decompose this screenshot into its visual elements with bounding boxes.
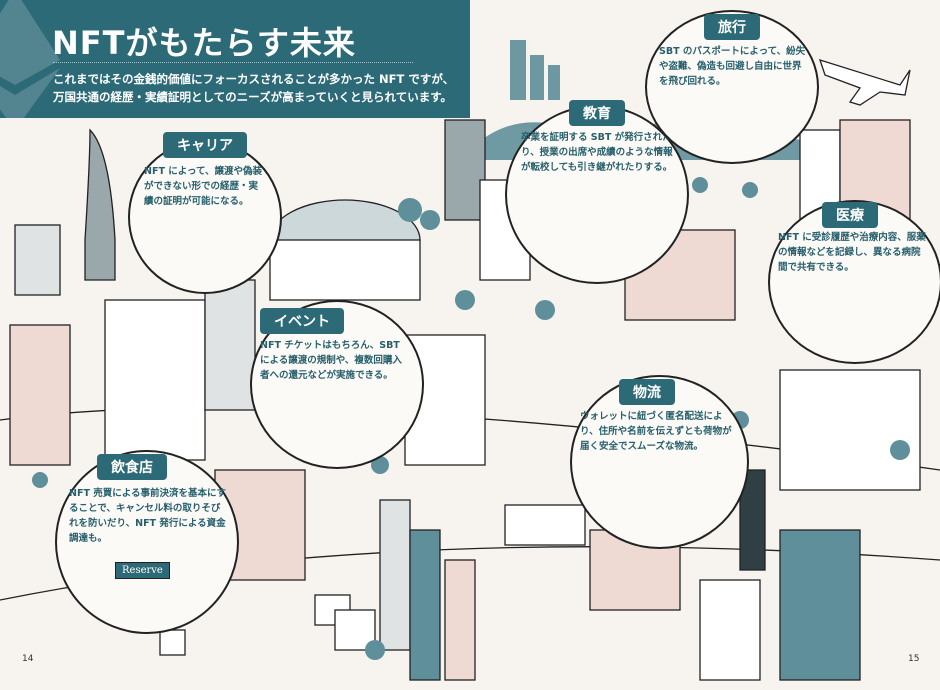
restaurant-bubble: 飲食店 NFT 売買による事前決済を基本にすることで、キャンセル料の取りそびれを… bbox=[55, 450, 239, 634]
event-text: NFT チケットはもちろん、SBT による譲渡の規制や、複数回購入者への還元など… bbox=[260, 340, 402, 381]
logistics-label: 物流 bbox=[619, 379, 675, 405]
ethereum-logo-icon bbox=[0, 0, 60, 118]
education-bubble: 教育 卒業を証明する SBT が発行されたり、授業の出席や成績のような情報が転校… bbox=[505, 100, 689, 284]
education-text: 卒業を証明する SBT が発行されたり、授業の出席や成績のような情報が転校しても… bbox=[521, 132, 673, 173]
medical-bubble: 医療 NFT に受診履歴や治療内容、服薬の情報などを記録し、異なる病院間で共有で… bbox=[768, 200, 940, 364]
logistics-text: ウォレットに紐づく匿名配送により、住所や名前を伝えずとも荷物が届く安全でスムーズ… bbox=[580, 411, 732, 452]
restaurant-text: NFT 売買による事前決済を基本にすることで、キャンセル料の取りそびれを防いだり… bbox=[69, 488, 227, 544]
career-bubble: キャリア NFT によって、譲渡や偽装ができない形での経歴・実績の証明が可能にな… bbox=[128, 132, 282, 294]
event-bubble: イベント NFT チケットはもちろん、SBT による譲渡の規制や、複数回購入者へ… bbox=[250, 300, 424, 469]
lead-line-2: 万国共通の経歴・実績証明としてのニーズが高まっていくと見られています。 bbox=[53, 90, 453, 104]
career-label: キャリア bbox=[163, 132, 247, 158]
event-label: イベント bbox=[260, 308, 344, 334]
reserve-sign: Reserve bbox=[115, 562, 170, 579]
page-number-left: 14 bbox=[22, 654, 34, 664]
page-title: NFTがもたらす未来 bbox=[52, 24, 356, 62]
restaurant-label: 飲食店 bbox=[97, 454, 167, 480]
lead-line-1: これまではその金銭的価値にフォーカスされることが多かった NFT ですが、 bbox=[53, 72, 455, 86]
title-divider bbox=[53, 62, 413, 63]
career-text: NFT によって、譲渡や偽装ができない形での経歴・実績の証明が可能になる。 bbox=[144, 166, 262, 207]
education-label: 教育 bbox=[569, 100, 625, 126]
travel-label: 旅行 bbox=[704, 14, 760, 40]
travel-bubble: 旅行 SBT のパスポートによって、紛失や盗難、偽造も回避し自由に世界を飛び回れ… bbox=[645, 10, 819, 164]
page-number-right: 15 bbox=[908, 654, 920, 664]
medical-label: 医療 bbox=[822, 202, 878, 228]
lead-text: これまではその金銭的価値にフォーカスされることが多かった NFT ですが、 万国… bbox=[53, 70, 454, 106]
travel-text: SBT のパスポートによって、紛失や盗難、偽造も回避し自由に世界を飛び回れる。 bbox=[659, 46, 806, 87]
medical-text: NFT に受診履歴や治療内容、服薬の情報などを記録し、異なる病院間で共有できる。 bbox=[778, 232, 926, 273]
title-panel: NFTがもたらす未来 これまではその金銭的価値にフォーカスされることが多かった … bbox=[0, 0, 470, 118]
logistics-bubble: 物流 ウォレットに紐づく匿名配送により、住所や名前を伝えずとも荷物が届く安全でス… bbox=[570, 375, 749, 549]
